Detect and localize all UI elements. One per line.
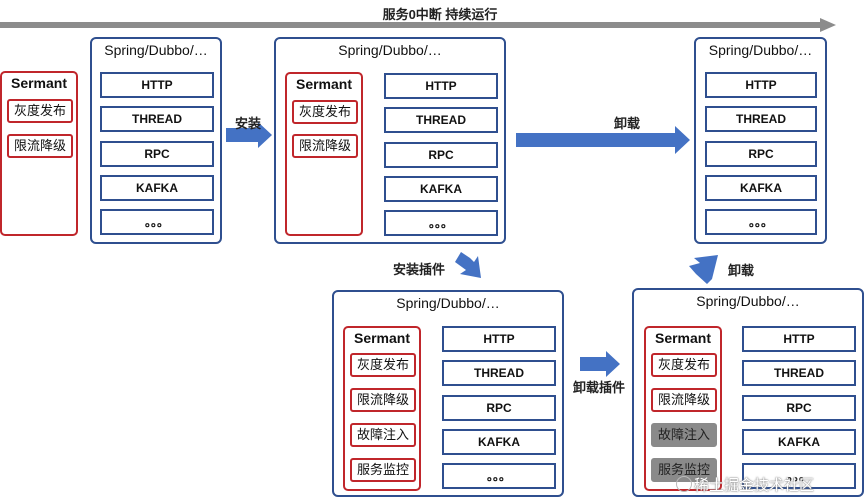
- module-more: 。。。: [384, 210, 498, 236]
- stage2-sermant: Sermant 灰度发布 限流降级: [285, 72, 363, 236]
- plugin-fault-injection-removed: 故障注入: [651, 423, 717, 447]
- container-title: Spring/Dubbo/…: [338, 42, 442, 58]
- module-rpc: RPC: [442, 395, 556, 421]
- stage3-sermant: Sermant 灰度发布 限流降级 故障注入 服务监控: [343, 326, 421, 491]
- uninstall-label-up: 卸载: [728, 263, 755, 278]
- module-http: HTTP: [742, 326, 856, 352]
- install-arrow: [226, 122, 272, 148]
- install-plugin-label: 安装插件: [393, 262, 446, 277]
- module-http: HTTP: [100, 72, 214, 98]
- module-kafka: KAFKA: [384, 176, 498, 202]
- watermark: 稀土掘金技术社区: [694, 477, 815, 494]
- uninstall-plugin-arrow: [580, 351, 620, 377]
- stage5-app-container: Spring/Dubbo/… HTTP THREAD RPC KAFKA 。。。: [694, 37, 827, 244]
- module-thread: THREAD: [384, 107, 498, 133]
- sermant-title: Sermant: [353, 330, 411, 346]
- plugin-rate-limit: 限流降级: [7, 134, 73, 158]
- module-more: 。。。: [705, 209, 817, 235]
- module-more: 。。。: [742, 463, 856, 489]
- watermark-logo-icon: [676, 476, 692, 492]
- install-label: 安装: [235, 116, 262, 131]
- module-http: HTTP: [384, 73, 498, 99]
- module-thread: THREAD: [742, 360, 856, 386]
- uninstall-arrow-top: [516, 126, 690, 154]
- module-kafka: KAFKA: [100, 175, 214, 201]
- module-kafka: KAFKA: [705, 175, 817, 201]
- plugin-gray-release: 灰度发布: [350, 353, 416, 377]
- plugin-rate-limit: 限流降级: [651, 388, 717, 412]
- uninstall-label-top: 卸载: [614, 116, 641, 131]
- timeline-label: 服务0中断 持续运行: [382, 7, 498, 22]
- plugin-gray-release: 灰度发布: [292, 100, 358, 124]
- stage2-app-container: Spring/Dubbo/… Sermant 灰度发布 限流降级 HTTP TH…: [274, 37, 506, 244]
- container-title: Spring/Dubbo/…: [696, 293, 800, 309]
- container-title: Spring/Dubbo/…: [396, 295, 500, 311]
- module-rpc: RPC: [100, 141, 214, 167]
- module-thread: THREAD: [705, 106, 817, 132]
- plugin-rate-limit: 限流降级: [350, 388, 416, 412]
- plugin-gray-release: 灰度发布: [7, 99, 73, 123]
- module-http: HTTP: [705, 72, 817, 98]
- stage3-app-container: Spring/Dubbo/… Sermant 灰度发布 限流降级 故障注入 服务…: [332, 290, 564, 497]
- module-thread: THREAD: [442, 360, 556, 386]
- module-more: 。。。: [100, 209, 214, 235]
- uninstall-plugin-label: 卸载插件: [573, 380, 626, 395]
- sermant-title: Sermant: [654, 330, 712, 346]
- module-more: 。。。: [442, 463, 556, 489]
- sermant-title: Sermant: [295, 76, 353, 92]
- plugin-fault-injection: 故障注入: [350, 423, 416, 447]
- stage4-sermant: Sermant 灰度发布 限流降级 故障注入 服务监控: [644, 326, 722, 491]
- sermant-title: Sermant: [10, 75, 68, 91]
- stage4-app-container: Spring/Dubbo/… Sermant 灰度发布 限流降级 故障注入 服务…: [632, 288, 864, 497]
- plugin-rate-limit: 限流降级: [292, 134, 358, 158]
- module-rpc: RPC: [742, 395, 856, 421]
- container-title: Spring/Dubbo/…: [708, 42, 813, 58]
- timeline-arrowhead: [820, 18, 836, 32]
- install-plugin-arrow: [455, 252, 481, 278]
- module-kafka: KAFKA: [742, 429, 856, 455]
- container-title: Spring/Dubbo/…: [104, 42, 208, 58]
- module-thread: THREAD: [100, 106, 214, 132]
- module-http: HTTP: [442, 326, 556, 352]
- timeline-bar: [0, 22, 822, 28]
- module-kafka: KAFKA: [442, 429, 556, 455]
- module-rpc: RPC: [705, 141, 817, 167]
- stage1-app-container: Spring/Dubbo/… HTTP THREAD RPC KAFKA 。。。: [90, 37, 222, 244]
- stage1-sermant: Sermant 灰度发布 限流降级: [0, 71, 78, 236]
- plugin-gray-release: 灰度发布: [651, 353, 717, 377]
- module-rpc: RPC: [384, 142, 498, 168]
- plugin-service-monitor: 服务监控: [350, 458, 416, 482]
- uninstall-up-arrow: [689, 255, 718, 284]
